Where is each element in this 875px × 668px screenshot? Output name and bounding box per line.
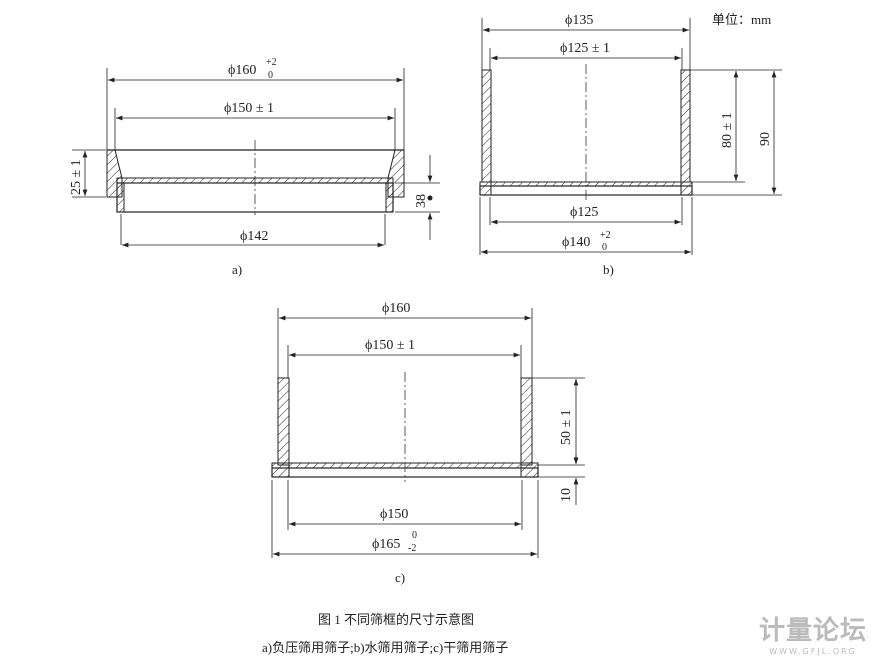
dim-a-tray: 38 [414,194,429,208]
dim-a-outer: ϕ160 [228,63,256,78]
dim-b-inner: ϕ125 ± 1 [560,41,610,56]
dim-c-base: ϕ165 [372,537,400,552]
dim-b-base-tol-low: 0 [602,242,607,253]
label-a: a) [232,262,242,277]
watermark: 计量论坛 WWW.GFJL.ORG [759,610,867,656]
dim-c-base-tol-low: -2 [408,543,416,554]
watermark-name: 计量论坛 [758,616,867,646]
dim-a-outer-tol-low: 0 [268,70,273,81]
dim-c-inner: ϕ150 ± 1 [365,338,415,353]
dim-a-inner: ϕ150 ± 1 [224,101,274,116]
figure-b: 单位：mm ϕ135 ϕ125 ± 1 ϕ125 ϕ140 +2 0 80 ± … [479,12,782,277]
dim-b-bottom: ϕ125 [570,205,598,220]
label-c: c) [395,570,405,585]
dim-b-height-total: 90 [758,132,773,146]
dim-c-outer: ϕ160 [382,301,410,316]
dim-c-base-height: 10 [559,488,574,502]
dim-c-bottom: ϕ150 [380,507,408,522]
dim-c-base-tol-up: 0 [412,530,417,541]
dim-b-outer: ϕ135 [565,13,593,28]
dim-b-height-inner: 80 ± 1 [720,112,735,148]
figure-a: ϕ160 +2 0 ϕ150 ± 1 ϕ142 25 ± 1 38 a) [69,57,440,277]
dim-c-height: 50 ± 1 [559,409,574,445]
dim-b-base: ϕ140 [562,235,590,250]
caption-title: 图 1 不同筛框的尺寸示意图 [318,612,474,627]
figure-c: ϕ160 ϕ150 ± 1 ϕ150 ϕ165 0 -2 50 ± 1 10 c… [271,301,585,585]
unit-note: 单位：mm [712,12,771,27]
label-b: b) [603,262,614,277]
dim-a-height: 25 ± 1 [69,159,84,195]
dim-a-bottom: ϕ142 [240,229,268,244]
watermark-url: WWW.GFJL.ORG [769,647,857,656]
dim-b-base-tol-up: +2 [600,230,611,241]
caption-subtitle: a)负压筛用筛子;b)水筛用筛子;c)干筛用筛子 [262,640,508,655]
dim-a-outer-tol-up: +2 [266,57,277,68]
